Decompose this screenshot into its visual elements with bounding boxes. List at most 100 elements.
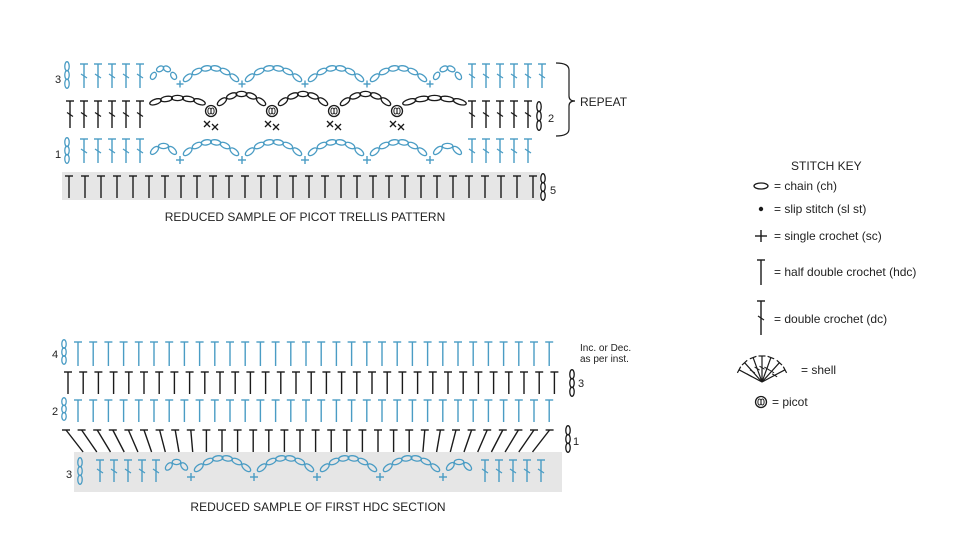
shell-slash: [768, 369, 775, 374]
dc-symbol: [468, 138, 476, 163]
hdc-symbol: [286, 341, 295, 366]
dc-symbol: [524, 138, 532, 163]
hdc-symbol: [161, 175, 169, 198]
dc-slash: [538, 73, 546, 79]
hdc-symbol: [513, 175, 521, 198]
hdc-symbol: [81, 175, 89, 198]
dc-slash: [482, 112, 490, 117]
hdc-symbol: [180, 399, 189, 422]
chain-oval: [64, 137, 70, 148]
hdc-symbol: [273, 175, 281, 198]
dc-symbol: [136, 100, 144, 128]
chain-oval: [417, 73, 428, 83]
hdc-post: [143, 429, 153, 453]
dc-slash: [124, 468, 132, 474]
hdc-symbol: [226, 341, 234, 366]
hdc-symbol: [463, 429, 476, 453]
hdc-symbol: [352, 371, 361, 394]
dc-symbol: [122, 138, 130, 163]
shell-slash: [759, 365, 765, 370]
hdc-symbol: [530, 341, 538, 366]
picot-ring: [327, 104, 341, 118]
chain-oval: [149, 71, 158, 81]
chain-oval: [319, 463, 330, 473]
hdc-symbol: [124, 371, 133, 394]
picot-inner-right: [396, 107, 401, 115]
inc-dec-note-line1: Inc. or Dec.: [580, 343, 631, 354]
x-b: [389, 120, 397, 128]
chain-oval: [367, 463, 378, 473]
shell-top-bar: [741, 359, 748, 366]
picot-symbol: [204, 104, 218, 118]
sc-tilted-symbol: [211, 123, 219, 131]
dc-symbol: [108, 100, 116, 128]
chain-oval: [61, 347, 67, 357]
dc-slash: [468, 112, 476, 117]
chain-oval: [454, 71, 463, 81]
dc-slash: [94, 148, 102, 154]
chain-oval: [536, 119, 542, 131]
hdc-symbol: [401, 175, 409, 198]
chain-oval: [453, 458, 465, 466]
dc-symbol: [510, 138, 518, 163]
chain-oval: [64, 145, 70, 156]
dc-slash: [136, 112, 144, 117]
hdc-symbol: [302, 341, 310, 366]
chain-oval: [244, 147, 255, 157]
shell-dc-symbol: [749, 355, 763, 383]
hdc-symbol: [474, 371, 483, 394]
hdc-symbol: [180, 341, 189, 366]
chain-oval: [359, 90, 372, 98]
chain-oval: [569, 369, 575, 380]
hdc-symbol: [317, 341, 326, 366]
hdc-symbol: [535, 371, 544, 394]
hdc-symbol: [119, 341, 128, 366]
chain-oval: [339, 97, 351, 107]
chain-oval: [344, 67, 356, 76]
chain-oval: [277, 97, 289, 107]
picot-inner-right: [271, 107, 276, 115]
dc-slash: [80, 112, 88, 117]
chain-oval: [200, 65, 213, 72]
chain-oval: [407, 67, 419, 76]
sc-symbol: [301, 80, 309, 88]
sc-tilted-symbol: [334, 123, 342, 131]
dc-slash: [496, 148, 504, 154]
chain-oval: [182, 147, 193, 157]
hdc-post: [490, 429, 504, 453]
picot-ring: [754, 395, 768, 409]
dc-symbol: [66, 100, 74, 128]
hdc-symbol: [757, 259, 765, 285]
dc-symbol: [468, 63, 476, 88]
hdc-symbol: [74, 341, 82, 366]
sc-symbol: [755, 230, 767, 242]
picot-ring: [390, 104, 404, 118]
hdc-post: [477, 429, 488, 453]
hdc-symbol: [261, 371, 270, 394]
chain-oval: [235, 90, 248, 98]
dc-symbol: [80, 100, 88, 128]
chain-oval: [219, 141, 231, 150]
hdc-symbol: [423, 399, 432, 422]
shell-dc-symbol: [761, 359, 783, 383]
hdc-symbol: [449, 429, 460, 453]
hdc-symbol: [241, 175, 249, 198]
shell-dc-symbol: [761, 355, 775, 383]
hdc-symbol: [347, 399, 356, 422]
chain-oval: [565, 425, 571, 436]
hdc-post: [435, 429, 442, 453]
chain-oval: [569, 377, 575, 389]
hdc-post: [518, 429, 535, 453]
hdc-symbol: [195, 341, 204, 366]
hdc-symbol: [362, 399, 371, 422]
hdc-symbol: [241, 399, 250, 422]
hdc-symbol: [362, 341, 371, 366]
dc-symbol: [482, 138, 490, 163]
hdc-symbol: [302, 399, 310, 422]
chain-oval: [170, 94, 185, 102]
dc-slash: [468, 148, 476, 154]
dc-slash: [94, 112, 102, 117]
hdc-symbol: [347, 341, 356, 366]
hdc-symbol: [420, 429, 429, 453]
chain-oval: [569, 386, 575, 397]
